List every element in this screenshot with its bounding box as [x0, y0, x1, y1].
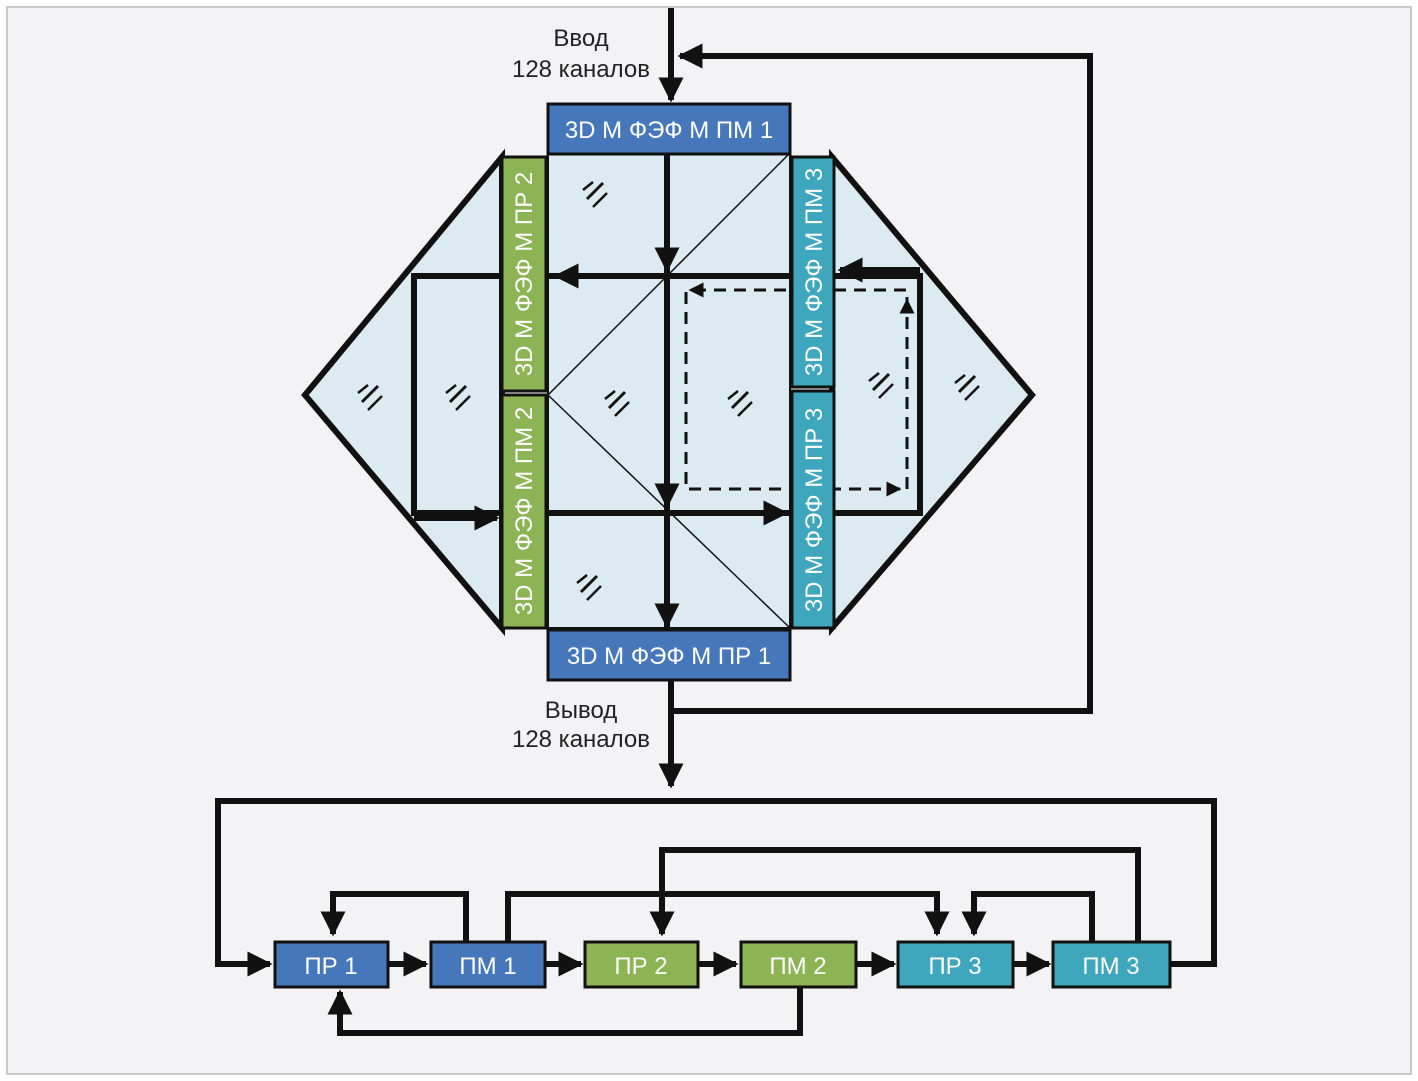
- loop-pm1-to-pr3: [505, 891, 950, 942]
- module-right-lower-label: 3D M ФЭФ M ПР 3: [801, 408, 828, 612]
- flow-block-pm3-label: ПМ 3: [1082, 953, 1139, 980]
- feedback-loop: [671, 43, 1093, 714]
- glass-hatch-icon: [868, 372, 894, 399]
- module-left-lower: 3D M ФЭФ M ПМ 2: [500, 393, 548, 630]
- loop-pm3-to-pr1: [215, 798, 1217, 977]
- flow-block-pr2: ПР 2: [583, 940, 700, 989]
- loop-pm1-to-pr1: [320, 891, 469, 942]
- module-left-upper-label: 3D M ФЭФ M ПР 2: [511, 172, 538, 376]
- flow-block-pm1: ПМ 1: [429, 940, 547, 989]
- flow-block-pr1-label: ПР 1: [304, 953, 357, 980]
- flow-block-pm1-label: ПМ 1: [459, 953, 516, 980]
- output-label-line1: Вывод: [545, 697, 618, 724]
- module-right-lower: 3D M ФЭФ M ПР 3: [790, 389, 836, 630]
- glass-hatch-icon: [604, 390, 630, 417]
- glass-hatch-icon: [954, 374, 980, 401]
- glass-hatch-marks: [357, 181, 980, 601]
- module-left-lower-label: 3D M ФЭФ M ПМ 2: [511, 407, 538, 615]
- loop-pm3-to-pr3: [961, 891, 1095, 942]
- module-right-upper: 3D M ФЭФ M ПМ 3: [790, 155, 836, 389]
- flow-connectors: [215, 798, 1217, 1036]
- input-label-line2: 128 каналов: [512, 56, 650, 83]
- flow-block-pr3-label: ПР 3: [928, 953, 981, 980]
- flow-block-pm2: ПМ 2: [739, 940, 858, 989]
- right-inner-panel: [829, 273, 923, 516]
- flow-block-pr1: ПР 1: [273, 940, 390, 989]
- loop-pm2-to-pr1: [327, 987, 803, 1036]
- prism-assembly: [301, 148, 1036, 637]
- glass-hatch-icon: [727, 390, 753, 417]
- module-bottom-label: 3D M ФЭФ M ПР 1: [567, 643, 771, 670]
- module-top: 3D M ФЭФ M ПМ 1: [546, 102, 792, 156]
- glass-hatch-icon: [576, 574, 602, 601]
- flow-block-pr3: ПР 3: [896, 940, 1015, 989]
- dashed-loop-return: [684, 292, 902, 497]
- flow-block-pm3: ПМ 3: [1051, 940, 1172, 989]
- flow-block-pr2-label: ПР 2: [614, 953, 667, 980]
- module-left-upper: 3D M ФЭФ M ПР 2: [500, 155, 548, 393]
- input-label-line1: Ввод: [553, 25, 608, 52]
- module-top-label: 3D M ФЭФ M ПМ 1: [565, 117, 773, 144]
- output-label-line2: 128 каналов: [512, 726, 650, 753]
- glass-hatch-icon: [582, 181, 608, 208]
- glass-hatch-icon: [445, 384, 471, 411]
- glass-hatch-icon: [357, 384, 383, 411]
- flow-block-pm2-label: ПМ 2: [769, 953, 826, 980]
- module-bottom: 3D M ФЭФ M ПР 1: [546, 628, 792, 682]
- module-right-upper-label: 3D M ФЭФ M ПМ 3: [801, 168, 828, 376]
